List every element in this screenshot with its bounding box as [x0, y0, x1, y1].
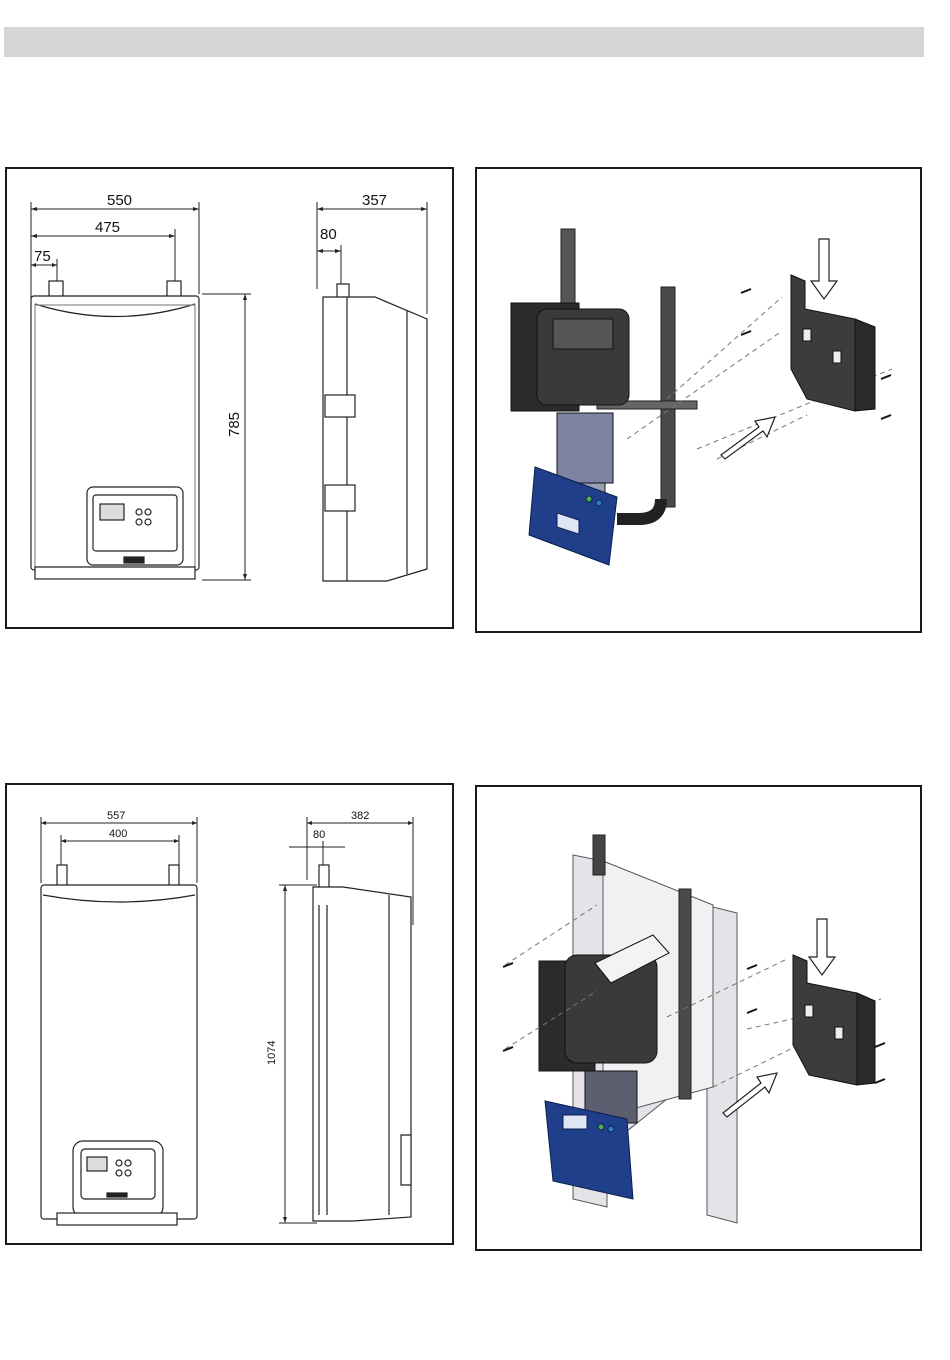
wall-bracket: [791, 275, 875, 411]
dim-depth: 382: [351, 810, 369, 822]
dim-front-width: 550: [107, 192, 132, 209]
front-view-housing: [31, 281, 199, 579]
dimension-drawing-panel-2: 557 400 1074 382 80: [5, 783, 454, 1245]
wall-bracket: [793, 955, 875, 1085]
dim-inlet-depth: 80: [320, 226, 337, 243]
diagonal-arrow-icon: [721, 417, 775, 459]
dim-depth: 357: [362, 192, 387, 209]
header-bar: [4, 27, 924, 57]
dim-front-width: 557: [107, 810, 125, 822]
installation-illustration-2: [477, 787, 920, 1249]
dim-height: 1074: [266, 1041, 278, 1065]
installation-view-panel-2: [475, 785, 922, 1251]
dim-edge-offset: 75: [34, 248, 51, 265]
front-view-housing: [41, 865, 197, 1225]
installation-view-panel-1: [475, 167, 922, 633]
down-arrow-icon: [811, 239, 837, 299]
dim-inlet-spacing: 400: [109, 828, 127, 840]
dim-inlet-spacing: 475: [95, 219, 120, 236]
down-arrow-icon: [809, 919, 835, 975]
dim-inlet-depth: 80: [313, 829, 325, 841]
installation-illustration-1: [477, 169, 920, 631]
dim-height: 785: [226, 412, 243, 437]
side-view-housing: [313, 865, 411, 1221]
side-view-housing: [323, 284, 427, 581]
dimension-drawing-panel-1: 550 475 75 785 357 80: [5, 167, 454, 629]
dimension-drawing-2: 557 400 1074 382 80: [7, 785, 452, 1243]
dimension-drawing-1: 550 475 75 785 357 80: [7, 169, 452, 627]
